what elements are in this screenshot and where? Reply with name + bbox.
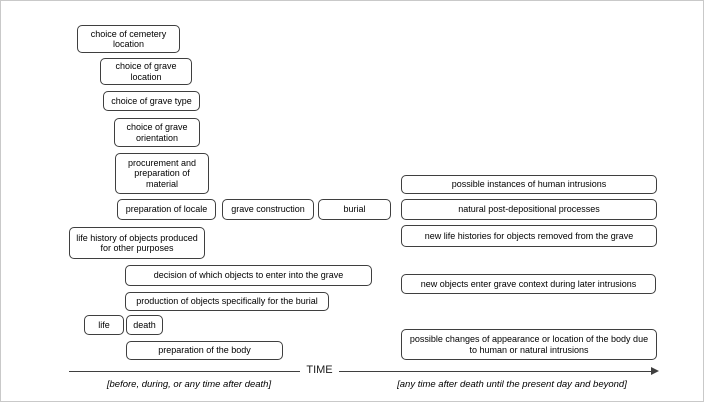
time-axis-caption-right: [any time after death until the present …: [397, 379, 627, 390]
box-burial: burial: [318, 199, 391, 220]
box-preparation-of-the-body: preparation of the body: [126, 341, 283, 360]
time-axis-line-right: [339, 371, 652, 372]
box-possible-human-intrusions: possible instances of human intrusions: [401, 175, 657, 194]
time-axis-line-left: [69, 371, 300, 372]
box-choice-of-grave-type: choice of grave type: [103, 91, 200, 111]
box-choice-of-cemetery-location: choice of cemetery location: [77, 25, 180, 53]
box-preparation-of-locale: preparation of locale: [117, 199, 216, 220]
arrow-right-icon: [651, 367, 659, 375]
box-choice-of-grave-location: choice of grave location: [100, 58, 192, 85]
box-production-of-objects: production of objects specifically for t…: [125, 292, 329, 311]
box-possible-changes-of-body: possible changes of appearance or locati…: [401, 329, 657, 360]
box-grave-construction: grave construction: [222, 199, 314, 220]
box-decision-of-objects: decision of which objects to enter into …: [125, 265, 372, 286]
box-procurement-preparation-material: procurement and preparation of material: [115, 153, 209, 194]
box-natural-post-depositional: natural post-depositional processes: [401, 199, 657, 220]
time-axis-caption-left: [before, during, or any time after death…: [106, 379, 272, 390]
box-death: death: [126, 315, 163, 335]
box-new-life-histories: new life histories for objects removed f…: [401, 225, 657, 247]
box-life: life: [84, 315, 124, 335]
box-choice-of-grave-orientation: choice of grave orientation: [114, 118, 200, 147]
time-axis-label: TIME: [306, 364, 333, 376]
box-new-objects-enter-grave: new objects enter grave context during l…: [401, 274, 656, 294]
box-life-history-of-objects: life history of objects produced for oth…: [69, 227, 205, 259]
